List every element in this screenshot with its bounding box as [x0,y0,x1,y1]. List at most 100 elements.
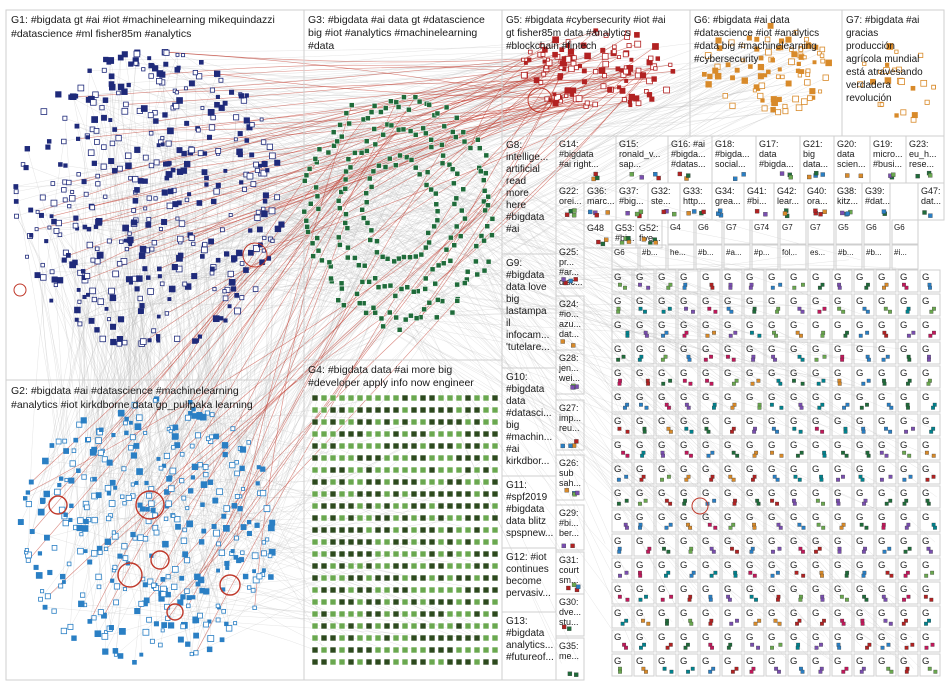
panel-tiny-group [919,533,941,557]
node [668,522,673,527]
panel-tiny-group [743,653,765,677]
g3-node [423,182,430,188]
group-label-line: intellige... [506,152,548,163]
tiny-group-label: G [922,488,929,499]
g2-node [122,501,127,506]
g4-node [365,526,373,534]
node [566,585,571,591]
mini-group-label: #b... [838,248,854,257]
edge [120,100,551,320]
g2-node [86,437,91,442]
node [669,669,674,674]
group-label-line: lear... [777,196,799,206]
panel-tiny-group [853,389,875,413]
node [788,175,793,180]
tiny-group-label: G [768,584,775,595]
g6-node [757,63,765,71]
panel-tiny-group [809,557,831,581]
node [763,212,768,217]
g4-node [338,466,346,474]
node [730,405,735,410]
edge [166,52,414,292]
g3-node [352,255,358,261]
node [836,477,840,482]
node [730,546,734,551]
g1-node [143,206,148,211]
group-label-line: #bigdata [506,504,545,515]
node [907,357,912,362]
g1-node [150,63,155,68]
panel-g30 [555,593,585,637]
g4-node [455,490,463,498]
g1-node [55,219,62,227]
node [571,213,577,218]
tiny-group-label: G [790,584,797,595]
tiny-group-label: G [636,296,643,307]
g1-node [147,56,152,61]
panel-g28 [555,349,585,395]
g1-node [162,112,168,118]
g3-node [337,242,343,248]
edge [93,167,351,450]
node [821,501,825,506]
g4-node [311,466,319,474]
tiny-group-label: G [746,488,753,499]
g1-node [50,199,58,207]
node [638,306,643,311]
g2-node [184,414,191,421]
tiny-group-label: G [636,560,643,571]
g2-node [166,476,172,482]
g1-node [106,238,112,244]
g2-node [110,578,115,583]
g2-node [149,638,155,644]
g4-node [392,502,400,510]
panel-tiny-group [699,269,721,293]
node [668,282,673,287]
group-label-g42: G42:lear... [777,186,799,206]
g4-node [320,418,328,426]
group-label-g16: G16: #ai#bigda...#datas... [671,139,706,169]
node [775,570,780,575]
group-label-line: micro... [873,149,903,159]
edge [477,139,631,436]
edge [239,104,596,254]
g2-node [192,619,197,624]
g4-node [491,502,499,510]
group-label-g18: G18:#bigda...social... [715,139,750,169]
g1-node [81,179,87,185]
edge [197,252,378,577]
edge [36,104,596,230]
g2-node [163,452,170,459]
g4-node [446,526,454,534]
g4-node [347,658,355,666]
g1-node [197,150,204,157]
g1-node [209,270,215,276]
g3-node [406,106,412,113]
g3-node [467,145,474,151]
edge [345,214,569,565]
group-label-g23: G23:eu_h...rese... [909,139,937,169]
edge [156,152,362,400]
tiny-group-label: G [746,368,753,379]
g1-node [90,99,97,106]
node [816,381,821,386]
group-label-line: G6: #bigdata #ai data [694,15,790,26]
edge [92,207,313,244]
g4-node [356,418,364,426]
node [932,330,936,335]
g1-node [212,287,217,292]
g5-node [631,95,637,101]
g3-node [453,195,460,202]
g2-node [209,434,214,440]
node [643,309,647,314]
g4-node [491,394,499,402]
node [677,171,683,177]
g4-node [419,478,427,486]
g4-node [428,442,436,450]
edge [70,59,524,98]
g4-node [338,550,346,558]
panel-tiny-group [699,581,721,605]
